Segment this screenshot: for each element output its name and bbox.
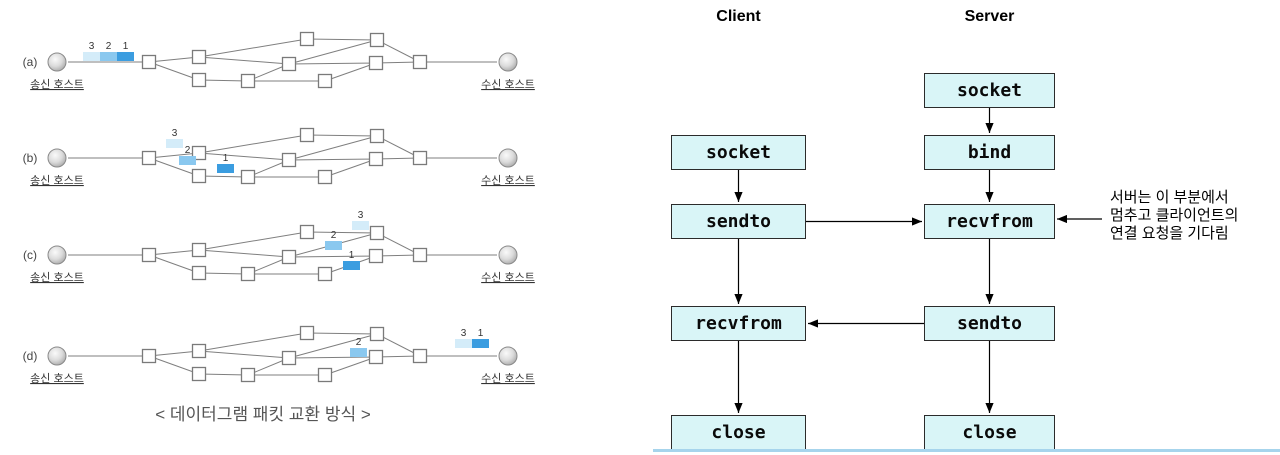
server-column-header: Server [964,8,1015,25]
row-label: (d) [23,349,38,363]
diagram-caption: < 데이터그램 패킷 교환 방식 > [155,405,371,424]
datagram-row-a: (a) 송신 호스트 수신 호스트 3 2 1 [23,31,535,91]
slide-bottom-rule [653,449,1280,452]
packet-number: 1 [349,250,355,261]
packet-number: 3 [461,328,467,339]
packet [117,52,134,61]
client-close-box: close [671,415,806,450]
server-close-box: close [924,415,1055,450]
packet [350,348,367,357]
receiver-host-label: 수신 호스트 [481,78,535,91]
packet [455,339,472,348]
client-recvfrom-box: recvfrom [671,306,806,341]
packet [352,221,369,230]
packet-number: 2 [185,145,191,156]
packet-number: 2 [331,230,337,241]
server-recvfrom-box: recvfrom [924,204,1055,239]
packet-number: 1 [123,41,129,52]
datagram-row-b: (b) 송신 호스트 수신 호스트 3 2 1 [23,127,535,187]
packet-number: 2 [106,41,112,52]
server-sendto-box: sendto [924,306,1055,341]
packet [325,241,342,250]
client-socket-box: socket [671,135,806,170]
annotation-line: 서버는 이 부분에서 [1110,189,1229,206]
packet [166,139,183,148]
receiver-host-label: 수신 호스트 [481,174,535,187]
packet-number: 3 [172,128,178,139]
client-sendto-box: sendto [671,204,806,239]
receiver-host-label: 수신 호스트 [481,271,535,284]
packet-number: 1 [223,153,229,164]
server-socket-box: socket [924,73,1055,108]
server-bind-box: bind [924,135,1055,170]
datagram-row-c: (c) 송신 호스트 수신 호스트 3 2 1 [23,210,535,284]
client-column-header: Client [716,8,761,25]
packet-number: 2 [356,337,362,348]
packet [179,156,196,165]
packet-number: 3 [358,210,364,221]
receiver-host-label: 수신 호스트 [481,372,535,385]
packet [472,339,489,348]
sender-host-label: 송신 호스트 [30,174,84,187]
row-label: (c) [23,248,37,262]
sender-host-label: 송신 호스트 [30,372,84,385]
packet [83,52,100,61]
packet [343,261,360,270]
annotation-line: 연결 요청을 기다림 [1110,225,1229,242]
sender-host-label: 송신 호스트 [30,78,84,91]
server-wait-annotation: 서버는 이 부분에서 멈추고 클라이언트의 연결 요청을 기다림 [1110,189,1278,243]
packet-number: 1 [478,328,484,339]
datagram-packet-diagram: (a) 송신 호스트 수신 호스트 3 2 1 (b) 송신 호스트 수신 호스… [23,31,535,424]
packet [217,164,234,173]
packet [100,52,117,61]
row-label: (a) [23,55,38,69]
datagram-row-d: (d) 송신 호스트 수신 호스트 2 3 1 [23,325,535,385]
sender-host-label: 송신 호스트 [30,271,84,284]
row-label: (b) [23,151,38,165]
packet-number: 3 [89,41,95,52]
annotation-line: 멈추고 클라이언트의 [1110,207,1239,224]
